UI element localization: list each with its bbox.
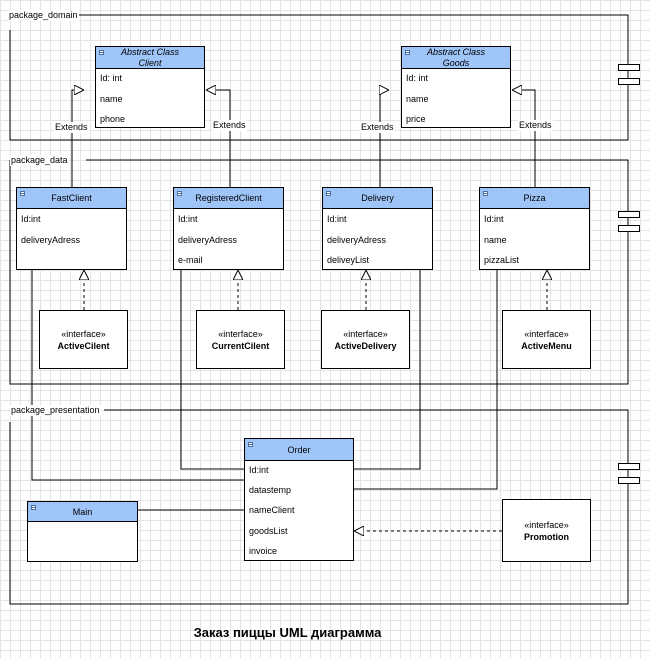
interface-stereotype: «interface» xyxy=(524,519,569,530)
class-fastclient-attr-address: deliveryAdress xyxy=(21,235,81,245)
package-data-handle-top[interactable] xyxy=(618,211,640,218)
class-delivery-attr-id: Id:int xyxy=(327,214,347,224)
class-client-stereotype: Abstract Class xyxy=(120,46,180,57)
extends-label-pizza: Extends xyxy=(518,120,553,131)
class-delivery-attr-address: deliveryAdress xyxy=(327,235,387,245)
collapse-icon[interactable] xyxy=(177,191,182,196)
package-presentation-handle-bottom[interactable] xyxy=(618,477,640,484)
class-pizza-name: Pizza xyxy=(523,193,546,203)
class-fastclient-attr-id: Id:int xyxy=(21,214,41,224)
collapse-icon[interactable] xyxy=(483,191,488,196)
extends-delivery-goods xyxy=(380,90,389,187)
interface-stereotype: «interface» xyxy=(218,328,263,339)
collapse-icon[interactable] xyxy=(99,50,104,55)
class-order-attr-invoice: invoice xyxy=(249,546,278,556)
package-presentation-label: package_presentation xyxy=(10,405,101,416)
class-registeredclient[interactable]: RegisteredClient Id:int deliveryAdress e… xyxy=(173,187,284,270)
class-client[interactable]: Abstract Class Client Id: int name phone xyxy=(95,46,205,128)
interface-currentcilent[interactable]: «interface» CurrentCilent xyxy=(196,310,285,369)
class-goods-name: Goods xyxy=(442,57,470,68)
interface-stereotype: «interface» xyxy=(343,328,388,339)
collapse-icon[interactable] xyxy=(405,50,410,55)
class-order[interactable]: Order Id:int datastemp nameClient goodsL… xyxy=(244,438,354,561)
class-fastclient[interactable]: FastClient Id:int deliveryAdress xyxy=(16,187,127,270)
class-goods-attr-price: price xyxy=(406,114,426,124)
class-main-header: Main xyxy=(28,502,137,522)
assoc-delivery-order xyxy=(354,270,421,470)
class-order-attr-goodslist: goodsList xyxy=(249,526,288,536)
extends-label-delivery: Extends xyxy=(360,122,395,133)
assoc-fastclient-order xyxy=(31,270,244,481)
package-domain-handle-bottom[interactable] xyxy=(618,78,640,85)
class-client-name: Client xyxy=(138,57,162,68)
collapse-icon[interactable] xyxy=(31,505,36,510)
class-order-name: Order xyxy=(287,444,311,455)
class-registeredclient-header: RegisteredClient xyxy=(174,188,283,209)
interface-activemenu-name: ActiveMenu xyxy=(521,340,572,351)
class-registeredclient-attr-email: e-mail xyxy=(178,255,203,265)
class-delivery-attr-list: deliveyList xyxy=(327,255,370,265)
diagram-caption: Заказ пиццы UML диаграмма xyxy=(193,625,382,640)
extends-fastclient-client xyxy=(71,90,84,187)
class-pizza-attr-id: Id:int xyxy=(484,214,504,224)
class-pizza-attr-list: pizzaList xyxy=(484,255,520,265)
interface-currentcilent-name: CurrentCilent xyxy=(211,340,270,351)
package-data-frame xyxy=(9,159,629,385)
class-client-header: Abstract Class Client xyxy=(96,47,204,69)
class-goods-attr-id: Id: int xyxy=(406,73,429,83)
class-client-attr-phone: phone xyxy=(100,114,126,124)
class-delivery[interactable]: Delivery Id:int deliveryAdress deliveyLi… xyxy=(322,187,433,270)
interface-promotion-name: Promotion xyxy=(524,531,569,542)
class-order-attr-id: Id:int xyxy=(249,465,269,475)
class-registeredclient-name: RegisteredClient xyxy=(195,193,262,203)
extends-pizza-goods xyxy=(512,90,536,187)
collapse-icon[interactable] xyxy=(326,191,331,196)
package-presentation-handle-top[interactable] xyxy=(618,463,640,470)
class-goods-stereotype: Abstract Class xyxy=(426,46,486,57)
interface-stereotype: «interface» xyxy=(61,328,106,339)
class-fastclient-header: FastClient xyxy=(17,188,126,209)
class-delivery-header: Delivery xyxy=(323,188,432,209)
package-presentation-frame xyxy=(9,409,629,605)
class-goods[interactable]: Abstract Class Goods Id: int name price xyxy=(401,46,511,128)
assoc-pizza-order xyxy=(354,270,498,490)
interface-activedelivery-name: ActiveDelivery xyxy=(334,340,397,351)
collapse-icon[interactable] xyxy=(20,191,25,196)
assoc-registered-order xyxy=(180,270,244,470)
class-main-name: Main xyxy=(72,506,93,517)
interface-activecilent-name: ActiveCilent xyxy=(57,340,110,351)
interface-promotion[interactable]: «interface» Promotion xyxy=(502,499,591,562)
class-main[interactable]: Main xyxy=(27,501,138,562)
interface-activemenu[interactable]: «interface» ActiveMenu xyxy=(502,310,591,369)
extends-label-registered: Extends xyxy=(212,120,247,131)
package-domain-label: package_domain xyxy=(8,10,79,21)
class-client-attr-id: Id: int xyxy=(100,73,123,83)
interface-activecilent[interactable]: «interface» ActiveCilent xyxy=(39,310,128,369)
extends-registered-client xyxy=(206,90,231,187)
class-order-attr-nameclient: nameClient xyxy=(249,505,295,515)
interface-activedelivery[interactable]: «interface» ActiveDelivery xyxy=(321,310,410,369)
class-pizza[interactable]: Pizza Id:int name pizzaList xyxy=(479,187,590,270)
package-domain-frame xyxy=(9,14,629,141)
class-delivery-name: Delivery xyxy=(361,193,394,203)
package-domain-handle-top[interactable] xyxy=(618,64,640,71)
class-fastclient-name: FastClient xyxy=(51,193,92,203)
package-data-label: package_data xyxy=(10,155,69,166)
class-order-header: Order xyxy=(245,439,353,461)
class-order-attr-datastemp: datastemp xyxy=(249,485,292,495)
class-pizza-header: Pizza xyxy=(480,188,589,209)
package-data-handle-bottom[interactable] xyxy=(618,225,640,232)
class-registeredclient-attr-address: deliveryAdress xyxy=(178,235,238,245)
interface-stereotype: «interface» xyxy=(524,328,569,339)
class-client-attr-name: name xyxy=(100,94,123,104)
class-registeredclient-attr-id: Id:int xyxy=(178,214,198,224)
class-pizza-attr-name: name xyxy=(484,235,507,245)
collapse-icon[interactable] xyxy=(248,442,253,447)
class-goods-header: Abstract Class Goods xyxy=(402,47,510,69)
class-goods-attr-name: name xyxy=(406,94,429,104)
extends-label-fastclient: Extends xyxy=(54,122,89,133)
